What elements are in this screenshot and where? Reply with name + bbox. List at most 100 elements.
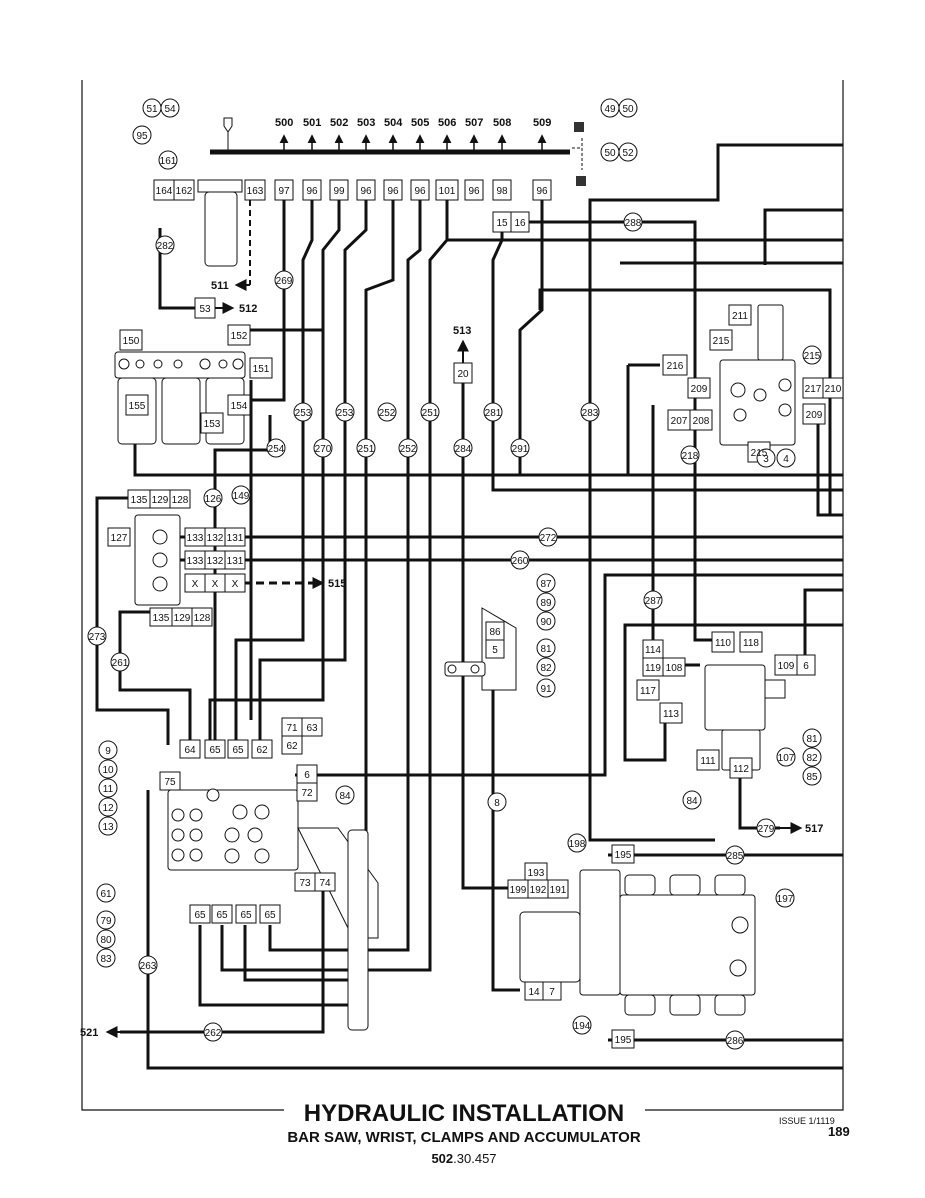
label-boxes — [107, 179, 844, 1049]
clamp-valve-block — [134, 514, 181, 606]
box-label: 16 — [514, 218, 526, 229]
port-label: 501 — [303, 117, 321, 129]
box-label: 7 — [549, 987, 555, 998]
port-label: 508 — [493, 117, 511, 129]
to-515-label: 515 — [328, 578, 346, 590]
callout-number: 4 — [783, 454, 789, 465]
box-label: 152 — [231, 331, 248, 342]
box-label: 135 — [153, 613, 170, 624]
callout-number: 273 — [89, 632, 106, 643]
callout-number: 13 — [102, 822, 114, 833]
box-label: 119 — [645, 663, 661, 674]
port-label: 507 — [465, 117, 483, 129]
box-label: 62 — [286, 741, 298, 752]
callout-number: 89 — [540, 598, 552, 609]
callout-number: 50 — [622, 104, 634, 115]
callout-number: 279 — [758, 824, 775, 835]
callout-number: 12 — [102, 803, 114, 814]
callout-number: 87 — [540, 579, 552, 590]
box-label: 199 — [510, 885, 527, 896]
box-label: 6 — [803, 661, 809, 672]
box-label: 73 — [299, 878, 311, 889]
box-label: 131 — [227, 556, 244, 567]
callout-number: 107 — [778, 753, 795, 764]
box-label: 65 — [209, 745, 221, 756]
hose-label: 97 — [278, 186, 290, 197]
callout-number: 3 — [763, 454, 769, 465]
callout-number: 83 — [100, 954, 112, 965]
callout-number: 288 — [625, 218, 642, 229]
callout-number: 251 — [358, 444, 375, 455]
callout-number: 270 — [315, 444, 332, 455]
callout-number: 9 — [105, 746, 111, 757]
pump-assembly — [519, 869, 756, 1016]
callout-number: 272 — [540, 533, 557, 544]
callout-number: 197 — [777, 894, 794, 905]
callout-number: 84 — [339, 791, 351, 802]
circle-texts: 51 54 95 161 282 269 49 50 50 52 288 126… — [89, 104, 821, 1047]
box-label: 207 — [671, 416, 688, 427]
callout-number: 253 — [295, 408, 312, 419]
callout-number: 82 — [806, 753, 818, 764]
box-label: 209 — [806, 410, 823, 421]
port-label: 503 — [357, 117, 375, 129]
box-label: 192 — [530, 885, 547, 896]
box-label: 195 — [615, 1035, 632, 1046]
callout-number: 126 — [205, 494, 222, 505]
callout-number: 51 — [146, 104, 158, 115]
callout-number: 218 — [682, 451, 699, 462]
return-filter — [197, 179, 243, 267]
document-number-rest: .30.457 — [453, 1151, 496, 1166]
page-title: HYDRAULIC INSTALLATION — [304, 1100, 624, 1127]
box-label: 162 — [176, 186, 193, 197]
callout-number: 253 — [337, 408, 354, 419]
port-label: 505 — [411, 117, 429, 129]
box-label: 209 — [691, 384, 708, 395]
callout-number: 11 — [103, 784, 114, 795]
box-label: 135 — [131, 495, 148, 506]
box-label: 129 — [174, 613, 191, 624]
directional-valve — [719, 304, 796, 446]
box-label: 62 — [256, 745, 268, 756]
box-label: 113 — [663, 709, 679, 720]
box-label: 71 — [286, 723, 298, 734]
box-label: 164 — [156, 186, 173, 197]
callout-number: 85 — [806, 772, 818, 783]
callout-number: 90 — [540, 617, 552, 628]
box-label: 133 — [187, 556, 204, 567]
hose-label: 96 — [414, 186, 426, 197]
to-512-label: 512 — [239, 303, 257, 315]
port-label: 504 — [384, 117, 403, 129]
callout-number: 149 — [233, 491, 250, 502]
box-label: 63 — [306, 723, 318, 734]
box-label: 65 — [240, 910, 252, 921]
document-number: 502.30.457 — [431, 1151, 496, 1166]
box-label: 133 — [187, 533, 204, 544]
box-label: X — [232, 579, 239, 590]
callout-number: 49 — [604, 104, 616, 115]
control-valve-bank — [167, 788, 379, 1031]
footer: HYDRAULIC INSTALLATION BAR SAW, WRIST, C… — [287, 1100, 849, 1166]
box-label: 5 — [492, 645, 498, 656]
box-label: 74 — [319, 878, 331, 889]
callout-number: 79 — [100, 916, 112, 927]
box-label: 153 — [204, 419, 221, 430]
callout-number: 261 — [112, 658, 129, 669]
port-label: 502 — [330, 117, 348, 129]
document-number-bold: 502 — [431, 1151, 453, 1166]
callout-number: 282 — [157, 241, 174, 252]
hose-label: 96 — [306, 186, 318, 197]
hose-label: 101 — [439, 186, 456, 197]
callout-number: 262 — [205, 1028, 222, 1039]
box-label: 65 — [194, 910, 206, 921]
to-521-label: 521 — [80, 1027, 98, 1039]
box-label: 117 — [640, 686, 656, 697]
callout-number: 269 — [276, 276, 293, 287]
port-label: 500 — [275, 117, 293, 129]
callout-number: 84 — [686, 796, 698, 807]
box-label: 216 — [667, 361, 684, 372]
callout-number: 251 — [422, 408, 439, 419]
callout-number: 54 — [164, 104, 176, 115]
box-label: 72 — [301, 788, 313, 799]
